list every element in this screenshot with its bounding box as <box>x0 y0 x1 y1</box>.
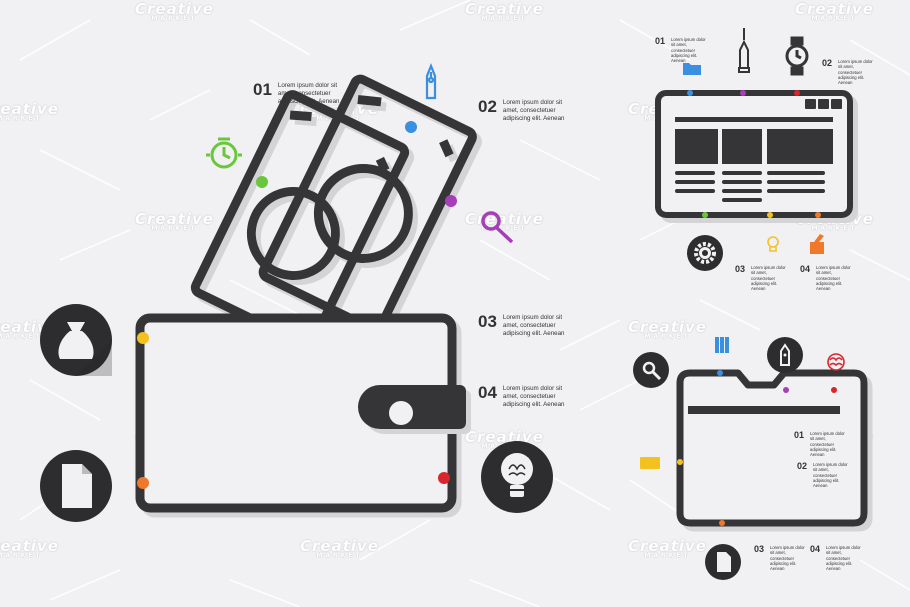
step-number: 03 <box>735 264 746 274</box>
document-icon <box>705 544 741 580</box>
step-text: Lorem ipsum dolor sit amet, consectetuer… <box>502 385 565 408</box>
gear-icon <box>687 235 723 271</box>
step-number: 03 <box>754 544 765 554</box>
folder-step-02: 02 Lorem ipsum dolor sit amet, consectet… <box>797 461 853 488</box>
stopwatch-icon <box>206 137 242 169</box>
step-text: Lorem ipsum dolor sit amet, consectetuer… <box>838 59 873 85</box>
wallet-step-03: 03 Lorem ipsum dolor sit amet, consectet… <box>478 312 565 337</box>
step-number: 01 <box>794 430 805 440</box>
browser-step-03: 03 Lorem ipsum dolor sit amet, consectet… <box>735 264 791 291</box>
pen-nib-icon <box>738 28 750 73</box>
money-bag-icon <box>40 304 112 376</box>
folder-step-03: 03 Lorem ipsum dolor sit amet, consectet… <box>754 544 810 571</box>
step-text: Lorem ipsum dolor sit amet, consectetuer… <box>502 314 565 337</box>
pen-nib-icon <box>425 63 437 100</box>
step-text: Lorem ipsum dolor sit amet, consectetuer… <box>277 82 340 105</box>
brain-bulb-icon <box>481 441 553 513</box>
browser-step-02: 02 Lorem ipsum dolor sit amet, consectet… <box>822 58 878 85</box>
tickets-icon <box>640 457 660 469</box>
step-text: Lorem ipsum dolor sit amet, consectetuer… <box>826 545 861 571</box>
binders-icon <box>715 337 729 353</box>
folder-step-04: 04 Lorem ipsum dolor sit amet, consectet… <box>810 544 866 571</box>
step-number: 04 <box>478 383 497 402</box>
step-number: 02 <box>478 97 497 116</box>
step-number: 02 <box>797 461 808 471</box>
step-number: 02 <box>822 58 833 68</box>
magnifier-icon <box>481 211 514 244</box>
stopwatch-icon <box>785 36 809 76</box>
step-text: Lorem ipsum dolor sit amet, consectetuer… <box>770 545 805 571</box>
step-text: Lorem ipsum dolor sit amet, consectetuer… <box>810 431 845 457</box>
step-number: 01 <box>655 36 666 46</box>
step-text: Lorem ipsum dolor sit amet, consectetuer… <box>751 265 786 291</box>
step-number: 04 <box>810 544 821 554</box>
step-text: Lorem ipsum dolor sit amet, consectetuer… <box>816 265 851 291</box>
step-number: 03 <box>478 312 497 331</box>
toolbox-icon <box>810 234 824 254</box>
magnifier-icon <box>633 352 669 388</box>
browser-step-04: 04 Lorem ipsum dolor sit amet, consectet… <box>800 264 856 291</box>
folder-step-01: 01 Lorem ipsum dolor sit amet, consectet… <box>794 430 850 457</box>
wallet-step-04: 04 Lorem ipsum dolor sit amet, consectet… <box>478 383 565 408</box>
lightbulb-icon <box>767 236 779 252</box>
pen-nib-icon <box>767 337 803 373</box>
wallet-step-02: 02 Lorem ipsum dolor sit amet, consectet… <box>478 97 565 122</box>
step-text: Lorem ipsum dolor sit amet, consectetuer… <box>502 99 565 122</box>
document-icon <box>40 450 112 522</box>
step-number: 01 <box>253 80 272 99</box>
folder-icon <box>683 63 701 75</box>
browser-step-01: 01 Lorem ipsum dolor sit amet, consectet… <box>655 36 711 63</box>
wallet-step-01: 01 Lorem ipsum dolor sit amet, consectet… <box>253 80 340 105</box>
step-text: Lorem ipsum dolor sit amet, consectetuer… <box>671 37 706 63</box>
step-number: 04 <box>800 264 811 274</box>
step-text: Lorem ipsum dolor sit amet, consectetuer… <box>813 462 848 488</box>
brain-icon <box>827 353 845 371</box>
